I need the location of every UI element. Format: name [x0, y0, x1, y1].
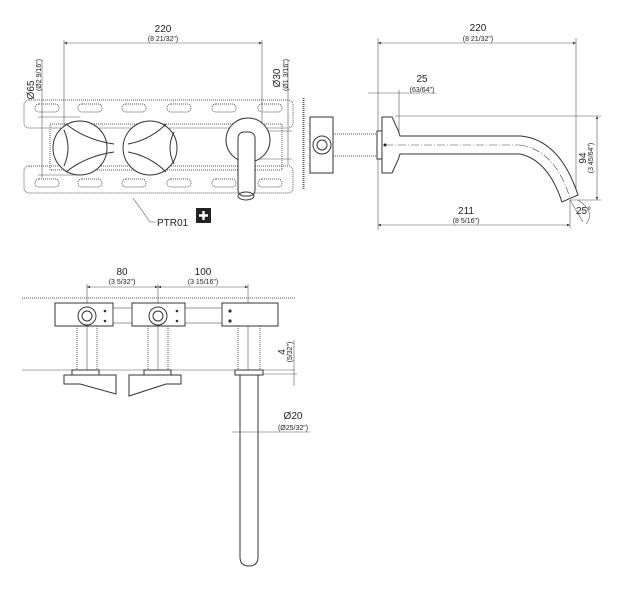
dim-value: Ø30	[272, 68, 283, 87]
mounting-slot	[34, 178, 60, 188]
handle-diameter-dimension: Ø65 (Ø2 9/16")	[26, 59, 80, 178]
valve-body-side	[303, 98, 378, 190]
dim-inch: (8 5/16")	[453, 218, 480, 225]
dim-value: 94	[578, 152, 589, 164]
overall-dimension: 220 (8 21/32")	[377, 23, 577, 230]
dim-value: 25	[416, 74, 428, 85]
dim-inch: (5/32")	[287, 342, 294, 363]
dim-inch: (8 21/32")	[463, 36, 494, 43]
spout-side	[376, 116, 579, 203]
part-code: PTR01	[157, 218, 189, 229]
mounting-slot	[257, 178, 283, 188]
angle-value: 25°	[576, 206, 591, 217]
dim-value: Ø65	[26, 80, 37, 99]
diverter-handle	[122, 120, 178, 176]
mounting-slot	[211, 103, 237, 113]
plus-icon[interactable]	[196, 208, 211, 223]
dim-inch: (Ø25/32")	[278, 425, 308, 432]
dim-value: 80	[116, 267, 128, 278]
dim-inch: (3 15/16")	[188, 279, 219, 286]
plate-and-bodies	[22, 297, 295, 327]
projection-dimension: 211 (8 5/16")	[378, 200, 571, 228]
dim-inch: (8 21/32")	[148, 36, 179, 43]
mounting-slot	[211, 178, 237, 188]
dim-inch: (3 45/64")	[588, 143, 595, 174]
pipe-diameter-dimension: Ø20 (Ø25/32")	[232, 411, 310, 433]
dim-inch: (Ø1 3/16")	[283, 59, 290, 91]
mounting-slot	[34, 103, 60, 113]
mounting-slot	[77, 178, 103, 188]
dim-value: 220	[155, 24, 172, 35]
mounting-slot	[77, 103, 103, 113]
dim-value: 4	[277, 349, 288, 355]
dim-inch: (3 5/32")	[109, 279, 136, 286]
flange-dimension: 25 (63/64")	[368, 74, 436, 135]
top-view: 80 (3 5/32") 100 (3 15/16")	[22, 267, 310, 567]
part-callout: PTR01	[132, 197, 189, 229]
side-view: 220 (8 21/32") 25 (63/64") 94 (3 45/64")…	[303, 23, 601, 230]
front-view: 220 (8 21/32") Ø65 (Ø2 9/16") Ø30 (Ø1 3/…	[23, 24, 304, 229]
height-dimension: 94 (3 45/64")	[395, 115, 601, 201]
mounting-slot	[166, 178, 192, 188]
mounting-slot	[166, 103, 192, 113]
angle-dimension: 25°	[569, 199, 591, 225]
dim-value: 220	[470, 23, 487, 34]
handle-levers	[63, 369, 182, 397]
dim-value: 211	[458, 206, 474, 217]
dim-value: Ø20	[284, 411, 303, 422]
offset-dimension: 4 (5/32")	[263, 340, 297, 386]
dim-inch: (63/64")	[410, 87, 435, 94]
stems	[76, 326, 261, 370]
spout-top	[234, 369, 264, 567]
dim-value: 100	[195, 267, 212, 278]
mounting-slot	[121, 103, 147, 113]
mounting-slot	[121, 178, 147, 188]
mixer-handle	[52, 120, 115, 176]
mounting-slot	[257, 103, 283, 113]
spout-front	[225, 117, 271, 201]
dim-inch: (Ø2 9/16")	[36, 59, 43, 91]
